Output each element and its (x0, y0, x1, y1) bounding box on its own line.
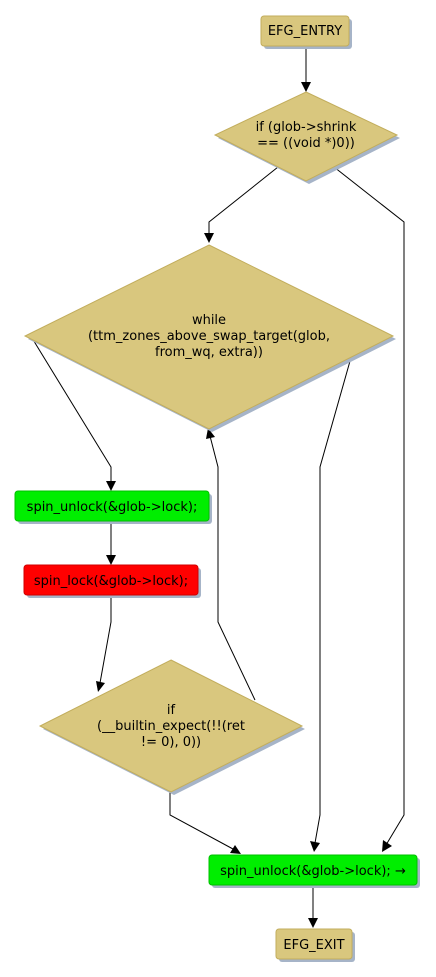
node-spin-unlock-1[interactable]: spin_unlock(&glob->lock); (14, 490, 212, 524)
arrowhead (106, 555, 116, 565)
node-while-line-1: while (192, 313, 226, 328)
edge-while-to-unlock-1 (31, 337, 112, 482)
edge-if-ret-to-while (209, 435, 256, 701)
edges (31, 47, 405, 928)
node-exit-label: EFG_EXIT (283, 938, 344, 953)
node-spin-unlock-2-box (208, 854, 418, 886)
node-spin-unlock-2-label: spin_unlock(&glob->lock); → (220, 864, 406, 879)
arrowhead (96, 681, 105, 692)
node-while-diamond (23, 244, 395, 430)
arrowhead (204, 233, 214, 243)
node-if-shrink-line-1: if (glob->shrink (256, 120, 357, 135)
node-if-ret-diamond (38, 659, 304, 793)
node-exit[interactable]: EFG_EXIT (275, 928, 355, 962)
arrowhead (310, 841, 320, 852)
node-if-ret-line-1: if (167, 703, 176, 718)
node-spin-lock-box (23, 564, 199, 596)
node-if-ret-line-2: (__builtin_expect(!!(ret (97, 719, 245, 734)
node-spin-unlock-1-box (14, 490, 210, 522)
edge-if-shrink-to-unlock-2 (333, 166, 405, 846)
node-if-ret[interactable]: if (__builtin_expect(!!(ret != 0), 0)) (38, 659, 305, 795)
node-while-loop[interactable]: while (ttm_zones_above_swap_target(glob,… (23, 244, 396, 432)
arrowhead (301, 82, 311, 92)
node-entry-box (260, 15, 350, 47)
node-entry-label: EFG_ENTRY (268, 24, 342, 39)
node-entry[interactable]: EFG_ENTRY (260, 15, 352, 49)
arrowhead (206, 428, 215, 439)
node-while-line-2: (ttm_zones_above_swap_target(glob, (88, 329, 330, 344)
arrowhead (230, 845, 241, 854)
arrowhead (382, 840, 392, 852)
edge-if-ret-to-unlock-2 (169, 791, 234, 850)
node-if-shrink-diamond (213, 91, 399, 182)
node-spin-unlock-2[interactable]: spin_unlock(&glob->lock); → (208, 854, 420, 888)
node-exit-box (275, 928, 353, 960)
node-if-ret-line-3: != 0), 0)) (141, 735, 201, 750)
edge-while-to-unlock-2 (314, 353, 353, 844)
node-if-shrink-line-2: == ((void *)0)) (257, 136, 355, 151)
node-if-shrink[interactable]: if (glob->shrink == ((void *)0)) (213, 91, 400, 184)
node-spin-lock-label: spin_lock(&glob->lock); (34, 574, 188, 589)
node-spin-lock[interactable]: spin_lock(&glob->lock); (23, 564, 201, 598)
arrowhead (308, 918, 318, 928)
node-while-line-3: from_wq, extra)) (155, 345, 263, 360)
arrowhead (106, 481, 116, 491)
edge-if-shrink-to-while (208, 166, 279, 234)
edge-lock-to-if-ret (99, 595, 112, 684)
node-spin-unlock-1-label: spin_unlock(&glob->lock); (27, 500, 198, 515)
